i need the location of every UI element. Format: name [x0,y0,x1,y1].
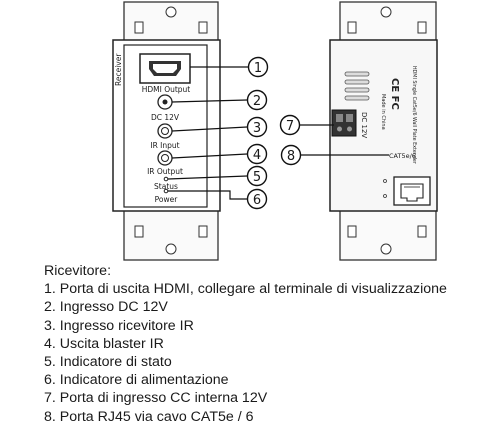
legend-item: 8. Porta RJ45 via cavo CAT5e / 6 [44,408,254,425]
legend-title: Ricevitore: [44,263,112,279]
callout-8: 8 [280,144,302,166]
power-led [163,188,169,194]
callout-5: 5 [246,165,268,187]
legend-item: 7. Porta di ingresso CC interna 12V [44,390,268,407]
legend-item: 6. Indicatore di alimentazione [44,372,229,389]
legend-item: 1. Porta di uscita HDMI, collegare al te… [44,281,447,298]
callout-1: 1 [247,56,269,78]
svg-text:2: 2 [253,94,261,109]
svg-text:3: 3 [253,121,261,136]
svg-text:7: 7 [286,119,294,134]
status-led [163,176,169,182]
ir-output-label: IR Output [147,167,183,176]
back-leader-lines [300,124,389,156]
back-module: DC 12V HDMI Single Cat5e/6 Wall Plate Ex… [329,39,438,212]
svg-text:6: 6 [253,193,261,208]
ir-input-jack [157,123,173,139]
made-in-china: Made in China [380,94,386,130]
svg-text:5: 5 [253,170,261,185]
legend-item: 4. Uscita blaster IR [44,335,164,352]
dc-port-label: DC 12V [360,112,368,138]
ir-input-label: IR Input [150,141,179,150]
power-label: Power [155,195,179,204]
legend-item: 5. Indicatore di stato [44,354,172,371]
hdmi-port [139,53,191,84]
callout-6: 6 [246,188,268,210]
svg-text:4: 4 [253,148,261,163]
device-diagram: Receiver HDMI Output DC 12V IR Input IR … [112,1,438,261]
front-leader-lines [167,66,248,200]
callout-7: 7 [279,114,301,136]
receiver-label: Receiver [114,53,123,86]
ir-output-jack [157,150,173,166]
dc-terminal-block [331,109,357,137]
status-label: Status [154,182,178,191]
callout-4: 4 [246,143,268,165]
cert-marks: CE FC [389,78,400,110]
callout-2: 2 [246,89,268,111]
rj45-port [393,176,431,206]
dc-jack [157,94,173,110]
dc-12v-label: DC 12V [151,113,180,122]
legend: Ricevitore: 1. Porta di uscita HDMI, col… [44,262,494,426]
svg-text:1: 1 [254,61,262,76]
model-text: HDMI Single Cat5e/6 Wall Plate Extender [411,66,417,164]
legend-item: 2. Ingresso DC 12V [44,299,168,316]
vent-slots [344,71,370,101]
cat5e-label: CAT5e/6 [389,152,416,160]
callout-3: 3 [246,116,268,138]
legend-item: 3. Ingresso ricevitore IR [44,317,194,334]
svg-text:8: 8 [287,149,295,164]
hdmi-output-label: HDMI Output [142,85,191,94]
front-module: Receiver HDMI Output DC 12V IR Input IR … [112,39,221,212]
